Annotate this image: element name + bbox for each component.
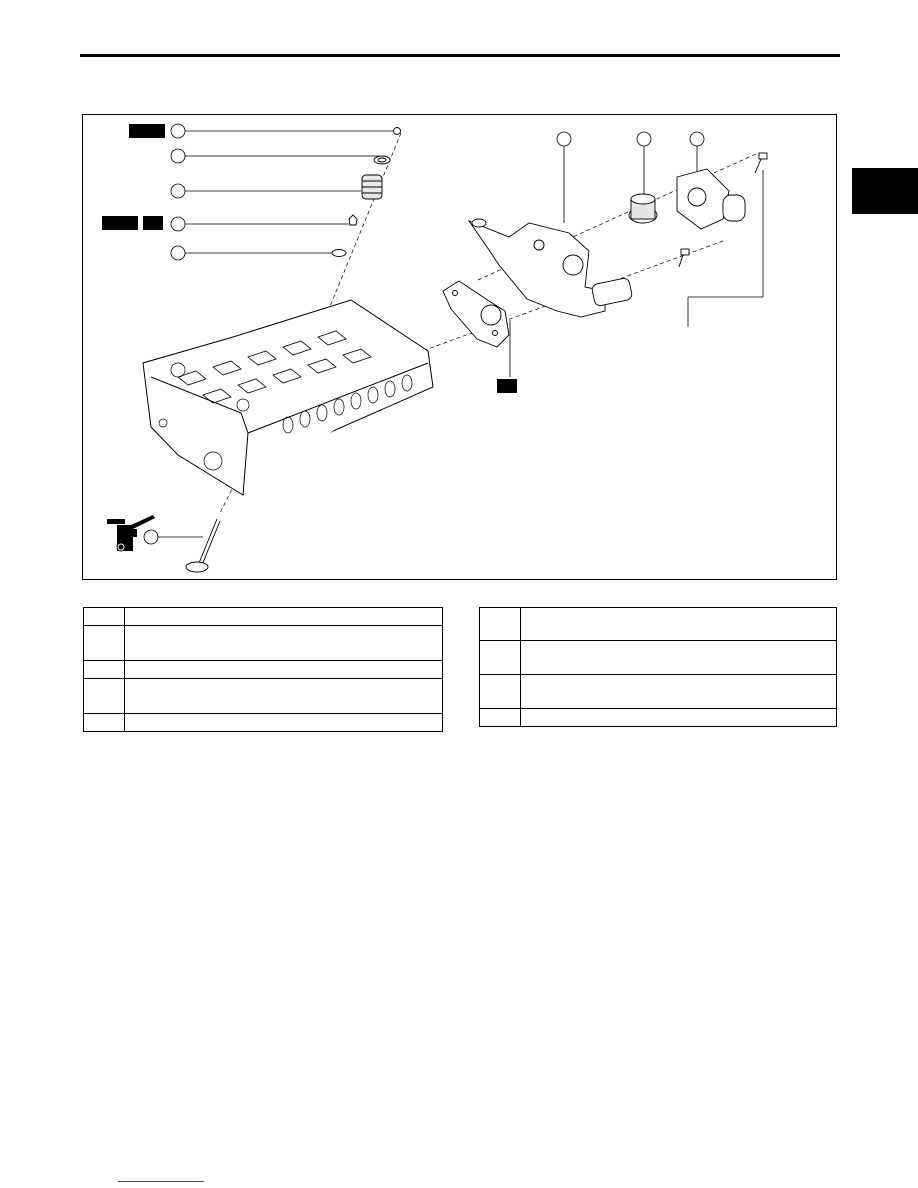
callout-circle [689, 131, 705, 147]
table-row [83, 713, 443, 732]
callout-circle [170, 245, 186, 261]
parts-table-right [479, 607, 837, 727]
footer-link[interactable] [118, 1181, 204, 1182]
part-number [479, 674, 521, 709]
part-name [124, 678, 443, 714]
part-name [124, 660, 443, 679]
part-number [479, 708, 521, 727]
table-row [83, 660, 443, 679]
table-row [479, 708, 837, 727]
table-row [479, 607, 837, 641]
label-box [497, 379, 517, 393]
part-name [520, 640, 837, 675]
table-row [479, 640, 837, 675]
callout-circle [556, 131, 572, 147]
diagram-svg [102, 123, 768, 573]
label-box [129, 124, 165, 138]
water-outlet-icon [467, 218, 633, 318]
table-row [83, 678, 443, 714]
part-number [83, 678, 125, 714]
part-number [83, 713, 125, 732]
part-name [520, 674, 837, 709]
part-number [479, 607, 521, 641]
oil-can-icon [107, 515, 155, 552]
callout-circle [636, 131, 652, 147]
part-name [520, 607, 837, 641]
label-box [102, 216, 138, 230]
part-number [83, 607, 125, 626]
label-box [143, 216, 163, 230]
table-row [479, 674, 837, 709]
part-name [124, 625, 443, 661]
callout-circle [170, 216, 186, 232]
table-row [83, 607, 443, 626]
callout-circle [170, 183, 186, 199]
part-number [83, 660, 125, 679]
thermostat-icon [628, 193, 658, 224]
part-name [520, 708, 837, 727]
parts-table-left [83, 607, 443, 732]
table-row [83, 625, 443, 661]
exploded-diagram [82, 114, 837, 580]
callout-circle [143, 529, 159, 545]
part-name [124, 713, 443, 732]
thermostat-cover-icon [676, 168, 746, 230]
bolt-icon [678, 152, 768, 268]
gasket-icon [442, 280, 510, 348]
part-number [479, 640, 521, 675]
header-rule [80, 54, 840, 57]
part-name [124, 607, 443, 626]
part-number [83, 625, 125, 661]
callout-circle [170, 123, 186, 139]
callout-circle [170, 148, 186, 164]
section-tab[interactable] [852, 168, 918, 214]
